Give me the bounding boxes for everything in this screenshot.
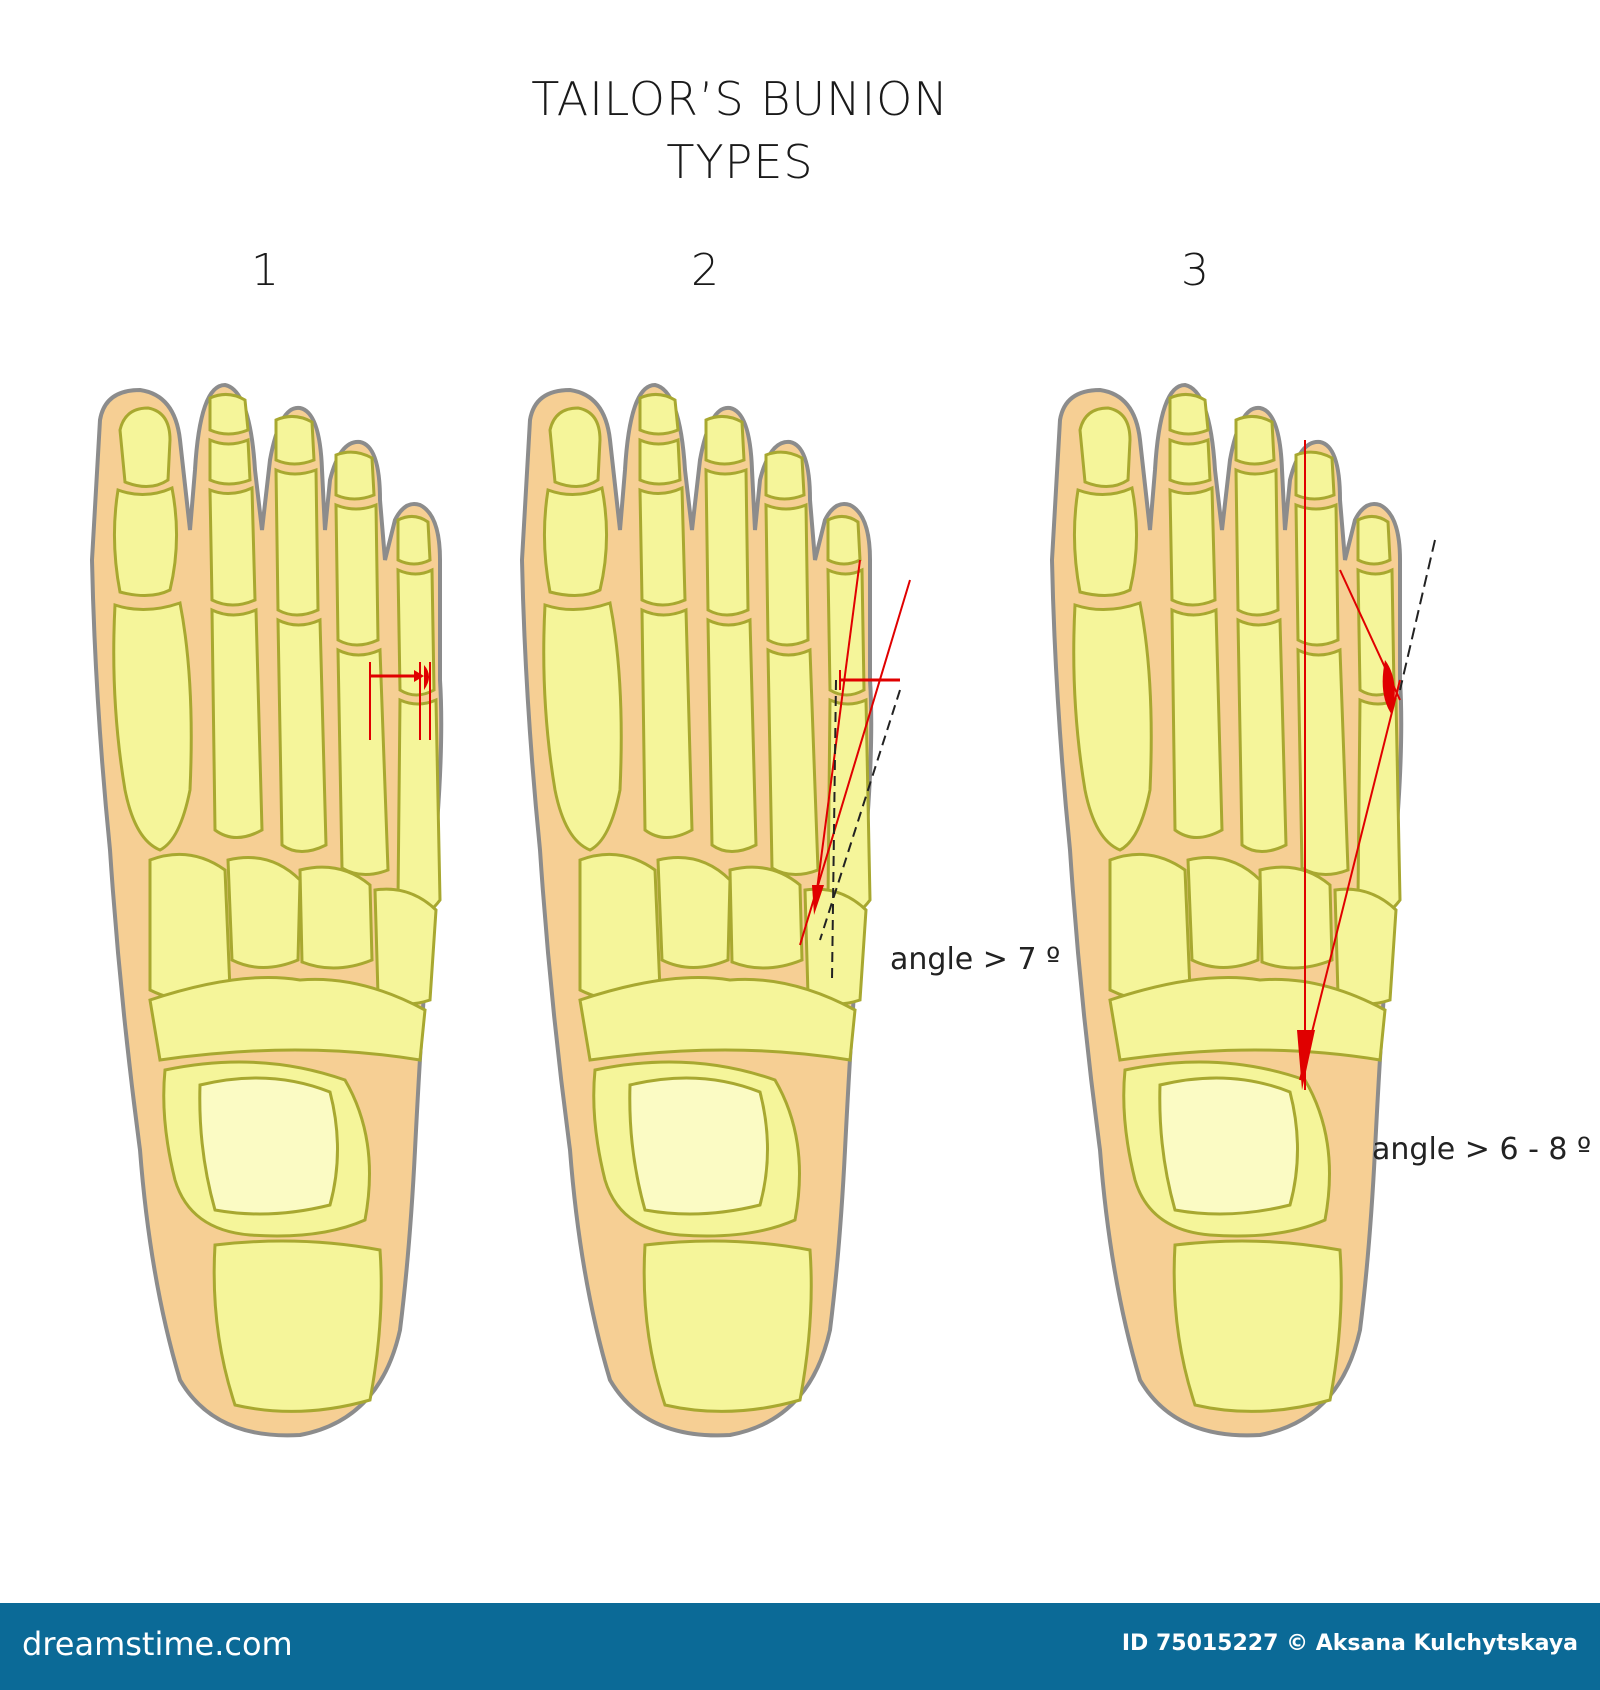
foot-panel-1 (90, 383, 444, 1438)
feet-diagram (90, 383, 1436, 1438)
foot-panel-2 (520, 383, 874, 1438)
title-line-2: TYPES (666, 135, 814, 189)
angle-lines-3 (1297, 440, 1436, 1090)
panel-1-number: 1 (251, 245, 279, 296)
footer-bar: dreamstime.com ID 75015227 © Aksana Kulc… (0, 1603, 1600, 1690)
angle-lines-2 (799, 559, 911, 981)
foot-panel-3 (1050, 383, 1404, 1438)
bunion-marker-1 (369, 662, 431, 740)
title-line-1: TAILOR’S BUNION (531, 72, 949, 126)
footer-logo[interactable]: dreamstime.com (22, 1625, 293, 1663)
panel-3-number: 3 (1181, 245, 1209, 296)
panel-2-number: 2 (691, 245, 719, 296)
angle-label-panel-2: angle > 7 º (890, 942, 1061, 977)
angle-label-panel-3: angle > 6 - 8 º (1372, 1132, 1592, 1167)
footer-credit: ID 75015227 © Aksana Kulchytskaya (1121, 1631, 1578, 1656)
